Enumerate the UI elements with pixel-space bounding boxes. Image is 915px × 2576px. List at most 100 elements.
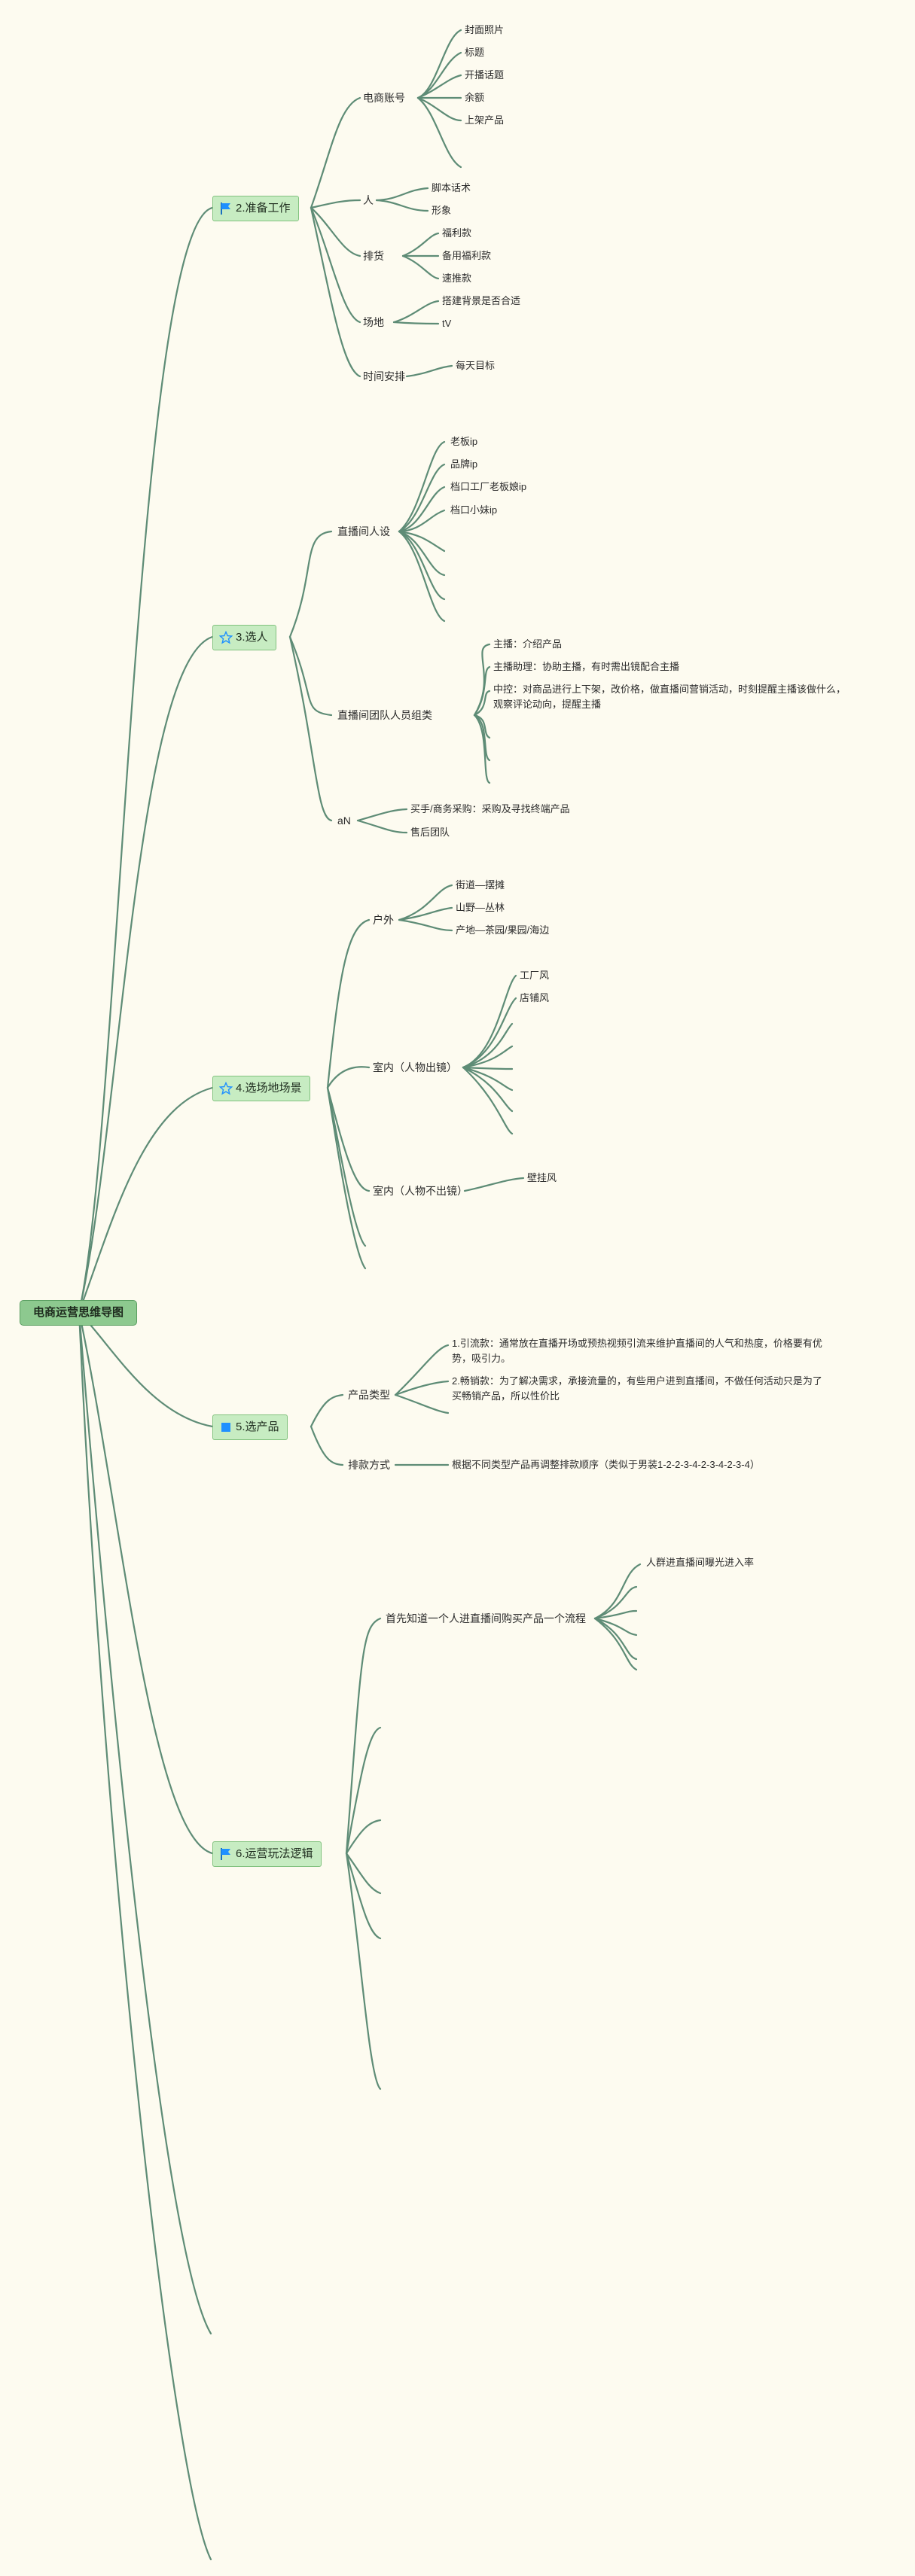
edge	[345, 1617, 382, 1855]
subtopic[interactable]: 产品类型	[348, 1389, 390, 1401]
topic-select-people[interactable]: 3.选人	[212, 625, 276, 650]
edge	[288, 530, 333, 638]
edge	[473, 665, 491, 717]
leaf-item[interactable]: 人群进直播间曝光进入率	[646, 1557, 755, 1568]
leaf-item[interactable]: 上架产品	[465, 114, 505, 126]
leaf-item[interactable]: 中控：对商品进行上下架，改价格，做直播间营销活动，时刻提醒主播该做什么，观察评论…	[493, 684, 846, 710]
leaf-item[interactable]: 主播：介绍产品	[493, 638, 563, 650]
topic-label: 5.选产品	[236, 1420, 279, 1433]
topic-select-venue[interactable]: 4.选场地场景	[212, 1076, 310, 1101]
edge	[288, 635, 333, 717]
leaf-item[interactable]: 工厂风	[520, 970, 550, 981]
edge	[398, 530, 446, 553]
leaf-item[interactable]: 档口小妹ip	[450, 504, 498, 516]
leaf-item[interactable]: 备用福利款	[442, 250, 492, 261]
subtopic[interactable]: 室内（人物不出镜）	[373, 1185, 468, 1197]
edge	[416, 96, 462, 169]
edge	[375, 199, 429, 212]
edge	[375, 187, 429, 202]
leaf-item[interactable]: 1.引流款：通常放在直播开场或预热视频引流来维护直播间的人气和热度，价格要有优势…	[452, 1338, 822, 1364]
subtopic[interactable]: 直播间人设	[337, 525, 390, 537]
leaf-item[interactable]: 档口工厂老板娘ip	[450, 481, 527, 492]
leaf-item[interactable]: 每天目标	[456, 360, 496, 371]
topic-select-products[interactable]: 5.选产品	[212, 1414, 288, 1440]
edge	[310, 199, 361, 209]
edge	[462, 1066, 514, 1135]
leaf-item[interactable]: 标题	[465, 47, 485, 58]
edge	[78, 1311, 212, 2561]
edge	[462, 997, 517, 1069]
subtopic[interactable]: 首先知道一个人进直播间购买产品一个流程	[386, 1612, 586, 1624]
edge	[78, 1311, 214, 1855]
topic-preparation[interactable]: 2.准备工作	[212, 196, 299, 221]
subtopic[interactable]: 直播间团队人员组类	[337, 709, 432, 721]
edge	[593, 1563, 642, 1620]
edge	[345, 1852, 382, 1895]
edge	[78, 206, 214, 1314]
leaf-item[interactable]: 封面照片	[465, 24, 505, 35]
edge	[394, 1393, 450, 1414]
edge	[462, 1022, 514, 1069]
leaf-item[interactable]: 根据不同类型产品再调整排款顺序（类似于男装1-2-2-3-4-2-3-4-2-3…	[452, 1459, 760, 1470]
edge	[310, 96, 361, 209]
leaf-item[interactable]: 形象	[432, 205, 452, 216]
subtopic[interactable]: 室内（人物出镜）	[373, 1061, 457, 1073]
edge	[398, 530, 446, 601]
subtopic[interactable]: 电商账号	[363, 92, 405, 104]
edge	[398, 463, 446, 533]
edge	[416, 51, 462, 99]
leaf-item[interactable]: 售后团队	[410, 827, 450, 838]
edge	[398, 509, 446, 533]
edge	[405, 364, 453, 378]
topic-operation-logic[interactable]: 6.运营玩法逻辑	[212, 1841, 322, 1867]
edge	[78, 1311, 214, 1428]
root-topic[interactable]: 电商运营思维导图	[20, 1300, 137, 1326]
leaf-item[interactable]: 品牌ip	[450, 458, 478, 470]
leaf-item[interactable]: 老板ip	[450, 436, 478, 447]
leaf-item[interactable]: 产地—茶园/果园/海边	[456, 924, 550, 936]
leaf-item[interactable]: 街道—摆摊	[456, 879, 505, 891]
leaf-item[interactable]: 脚本话术	[432, 182, 471, 193]
subtopic[interactable]: 人	[363, 194, 374, 206]
leaf-item[interactable]: 壁挂风	[527, 1172, 557, 1183]
edge	[462, 974, 517, 1069]
leaf-item[interactable]: 开播话题	[465, 69, 505, 81]
subtopic[interactable]: 时间安排	[363, 370, 405, 382]
subtopic[interactable]: 排款方式	[348, 1459, 390, 1471]
edge	[593, 1609, 638, 1620]
edge	[398, 884, 453, 921]
leaf-item[interactable]: 山野—丛林	[456, 902, 505, 913]
leaf-item[interactable]: 主播助理：协助主播，有时需出镜配合主播	[493, 661, 680, 672]
leaf-item[interactable]: 买手/商务采购：采购及寻找终端产品	[410, 803, 570, 815]
edge	[345, 1819, 382, 1855]
edge	[416, 74, 462, 99]
leaf-item[interactable]: 搭建背景是否合适	[442, 295, 521, 306]
edge	[416, 96, 462, 122]
subtopic[interactable]: aN	[337, 815, 351, 827]
flag-icon	[219, 1847, 233, 1861]
subtopic[interactable]: 户外	[373, 914, 394, 926]
leaf-item[interactable]: 余额	[465, 92, 485, 103]
edge	[593, 1617, 638, 1661]
edge	[356, 819, 408, 834]
edge	[78, 1311, 212, 2335]
edge	[463, 1177, 525, 1192]
leaf-item[interactable]: tV	[442, 318, 452, 329]
topic-label: 2.准备工作	[236, 202, 291, 215]
edge	[345, 1852, 382, 2090]
edge	[326, 918, 371, 1089]
edge	[401, 254, 440, 280]
leaf-item[interactable]: 店铺风	[520, 992, 550, 1003]
star-icon	[219, 631, 233, 644]
leaf-item[interactable]: 福利款	[442, 227, 472, 239]
star-icon	[219, 1082, 233, 1095]
subtopic[interactable]: 排货	[363, 250, 384, 262]
edge	[398, 530, 446, 577]
edge	[326, 1086, 367, 1270]
subtopic[interactable]: 场地	[363, 316, 384, 328]
leaf-item[interactable]: 速推款	[442, 273, 472, 284]
edge	[398, 486, 446, 533]
leaf-item[interactable]: 2.畅销款：为了解决需求，承接流量的，有些用户进到直播间，不做任何活动只是为了买…	[452, 1375, 822, 1402]
